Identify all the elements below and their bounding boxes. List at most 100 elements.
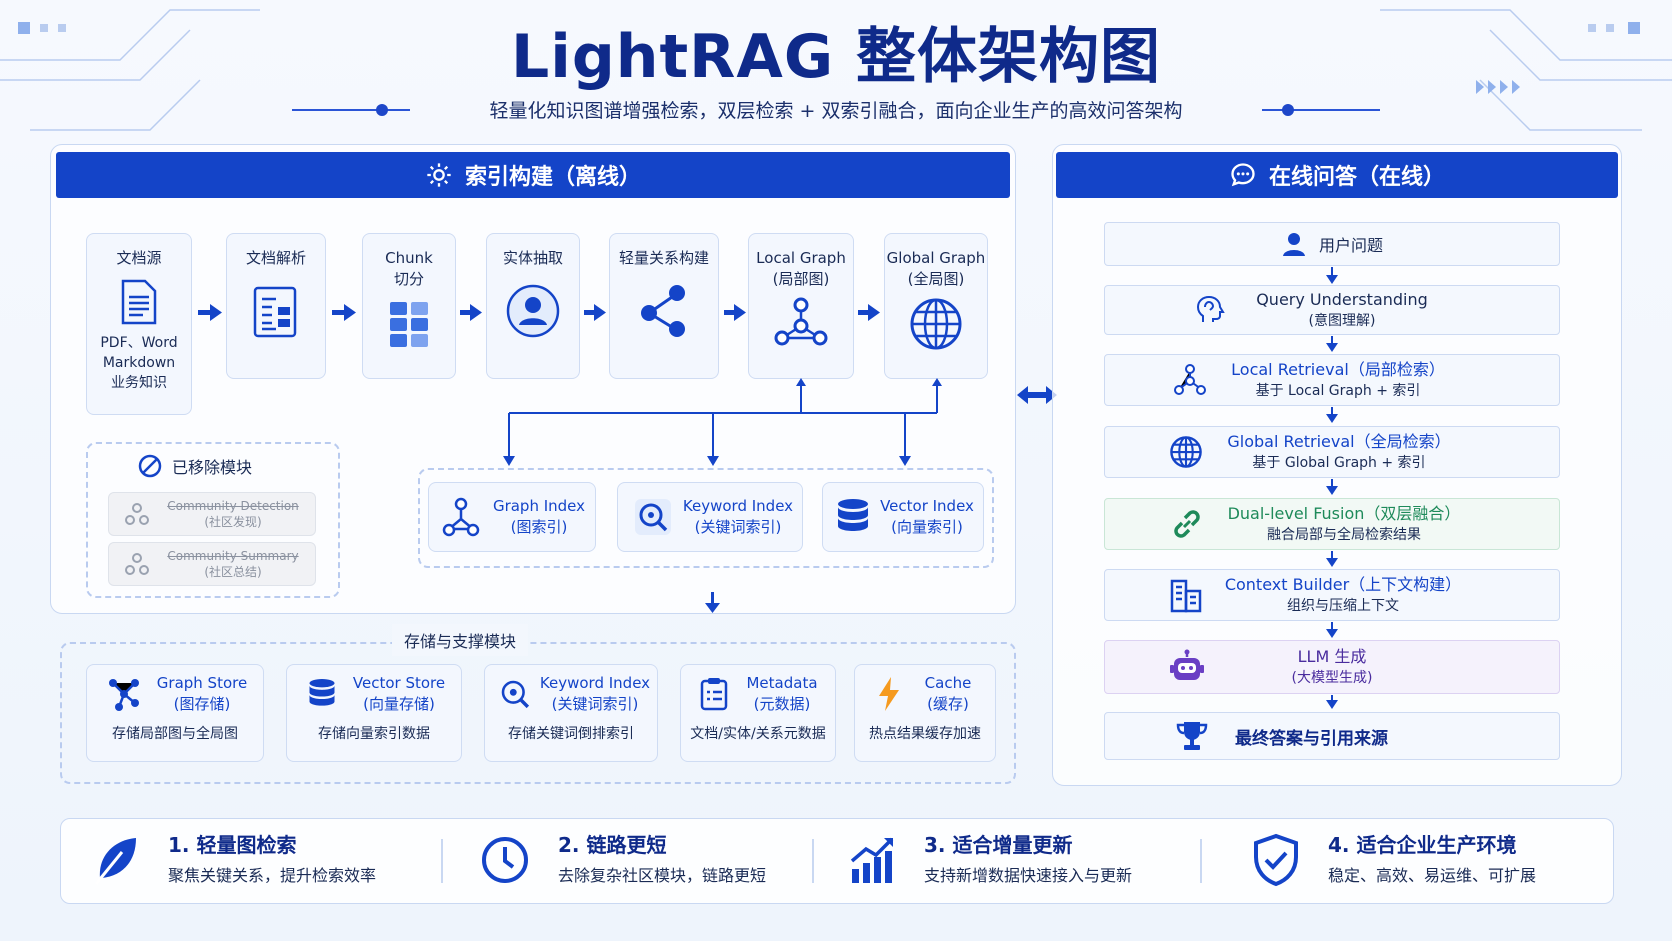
online-step-sub: (意图理解) <box>1308 313 1376 329</box>
offline-panel-title: 索引构建（离线） <box>464 165 641 190</box>
removed-header: 已移除模块 <box>138 454 252 478</box>
benefit-item: 1. 轻量图检索 聚焦关键关系，提升检索效率 <box>92 832 376 888</box>
gear-icon <box>427 163 451 187</box>
online-step-local-retrieval: Local Retrieval（局部检索） 基于 Local Graph + 索… <box>1104 354 1560 406</box>
index-connectors <box>503 378 942 466</box>
online-step-user-question: 用户问题 <box>1104 222 1560 266</box>
offline-panel-header: 索引构建（离线） <box>56 152 1010 198</box>
benefit-title: 2. 链路更短 <box>558 833 667 857</box>
step-title: 轻量关系构建 <box>618 249 709 267</box>
cache-card: Cache (缓存) 热点结果缓存加速 <box>854 664 996 762</box>
benefit-sub: 去除复杂社区模块，链路更短 <box>558 866 767 885</box>
storage-item-desc: 存储向量索引数据 <box>318 726 430 742</box>
page-title: LightRAG 整体架构图 <box>511 22 1161 92</box>
circuit-decoration-left <box>0 9 260 131</box>
removed-item-title: Community Summary <box>167 548 299 563</box>
online-step-title: LLM 生成 <box>1297 647 1367 666</box>
benefit-item: 2. 链路更短 去除复杂社区模块，链路更短 <box>480 832 766 888</box>
parse-document-icon <box>253 286 297 338</box>
clipboard-icon <box>700 678 728 711</box>
storage-item-sub: (缓存) <box>927 695 969 713</box>
storage-item-desc: 存储局部图与全局图 <box>112 726 238 742</box>
local-graph-icon <box>1174 364 1206 395</box>
benefit-item: 3. 适合增量更新 支持新增数据快速接入与更新 <box>850 832 1132 888</box>
step-relation-build: 轻量关系构建 <box>609 233 719 379</box>
online-step-title: 最终答案与引用来源 <box>1235 728 1388 749</box>
shield-check-icon <box>1254 833 1298 887</box>
online-step-query-understanding: Query Understanding (意图理解) <box>1104 285 1560 335</box>
subtitle-line-right <box>1262 109 1380 111</box>
storage-item-sub: (图存储) <box>173 695 231 713</box>
storage-item-title: Graph Store <box>156 674 248 692</box>
chat-icon <box>1231 163 1255 187</box>
community-icon <box>125 553 149 575</box>
index-title: Graph Index <box>492 497 586 515</box>
removed-item: Community Summary (社区总结) <box>108 542 316 586</box>
step-doc-source: 文档源 PDF、Word Markdown 业务知识 <box>86 233 192 415</box>
step-sub: PDF、Word Markdown 业务知识 <box>100 335 178 391</box>
graph-index-icon <box>442 497 480 537</box>
globe-icon <box>1170 436 1202 468</box>
building-icon <box>1170 579 1202 613</box>
online-step-global-retrieval: Global Retrieval（全局检索） 基于 Global Graph +… <box>1104 426 1560 478</box>
pipeline-arrows <box>198 304 880 321</box>
keyword-store-card: Keyword Index (关键词索引) 存储关键词倒排索引 <box>484 664 658 762</box>
keyword-index-card: Keyword Index (关键词索引) <box>617 482 803 552</box>
subtitle-dot-right <box>1282 104 1294 116</box>
index-sub: (关键词索引) <box>694 518 782 536</box>
online-step-title: Local Retrieval（局部检索） <box>1231 360 1445 379</box>
bidirectional-arrow <box>1017 386 1057 404</box>
vector-store-card: Vector Store (向量存储) 存储向量索引数据 <box>286 664 462 762</box>
storage-title-wrap: 存储与支撑模块 <box>392 624 529 656</box>
step-entity-extract: 实体抽取 <box>486 233 580 379</box>
benefits-bar <box>60 818 1614 904</box>
online-flow-arrows <box>1326 267 1338 709</box>
index-box <box>418 468 994 568</box>
step-chunk: Chunk 切分 <box>362 233 456 379</box>
removed-item-title: Community Detection <box>167 498 299 513</box>
user-entity-icon <box>506 284 560 338</box>
storage-item-sub: (元数据) <box>753 695 811 713</box>
metadata-card: Metadata (元数据) 文档/实体/关系元数据 <box>680 664 836 762</box>
online-panel-title: 在线问答（在线） <box>1268 165 1445 190</box>
online-step-llm: LLM 生成 (大模型生成) <box>1104 640 1560 694</box>
benefit-sub: 稳定、高效、易运维、可扩展 <box>1328 866 1537 885</box>
removed-item-sub: (社区总结) <box>204 564 262 579</box>
lightning-icon <box>879 677 899 711</box>
online-step-final-answer: 最终答案与引用来源 <box>1104 712 1560 760</box>
online-step-title: Context Builder（上下文构建） <box>1224 575 1462 594</box>
index-title: Vector Index <box>880 497 974 515</box>
online-step-dual-fusion: Dual-level Fusion（双层融合） 融合局部与全局检索结果 <box>1104 498 1560 550</box>
storage-box <box>60 642 1016 784</box>
search-icon <box>635 499 671 535</box>
circuit-decoration-right <box>1380 9 1672 131</box>
storage-item-desc: 存储关键词倒排索引 <box>508 726 634 742</box>
online-panel-header: 在线问答（在线） <box>1056 152 1618 198</box>
subtitle-dot-left <box>376 104 388 116</box>
index-title: Keyword Index <box>682 497 794 515</box>
removed-title: 已移除模块 <box>172 458 253 477</box>
robot-icon <box>1170 649 1204 680</box>
benefit-title: 4. 适合企业生产环境 <box>1328 833 1517 857</box>
community-icon <box>125 503 149 525</box>
online-step-title: 用户问题 <box>1318 236 1383 255</box>
head-thinking-icon <box>1196 295 1225 322</box>
graph-store-card: Graph Store (图存储) 存储局部图与全局图 <box>86 664 264 762</box>
leaf-icon <box>94 838 136 885</box>
subtitle-line-left <box>292 109 410 111</box>
step-title: 实体抽取 <box>502 249 563 267</box>
removed-modules-box <box>86 442 340 598</box>
index-sub: (图索引) <box>510 518 568 536</box>
index-sub: (向量索引) <box>891 518 963 536</box>
grid-blocks-icon <box>390 302 428 347</box>
step-title: 文档源 <box>116 249 162 267</box>
trophy-icon <box>1176 722 1208 750</box>
storage-item-title: Keyword Index <box>539 674 651 692</box>
storage-arrow <box>705 592 720 613</box>
step-global-graph: Global Graph (全局图) <box>884 233 988 379</box>
local-graph-icon <box>774 297 828 346</box>
benefit-separator <box>1200 839 1202 883</box>
storage-item-sub: (关键词索引) <box>551 695 639 713</box>
page-subtitle: 轻量化知识图谱增强检索，双层检索 + 双索引融合，面向企业生产的高效问答架构 <box>489 100 1183 122</box>
online-step-sub: 基于 Global Graph + 索引 <box>1252 455 1426 471</box>
